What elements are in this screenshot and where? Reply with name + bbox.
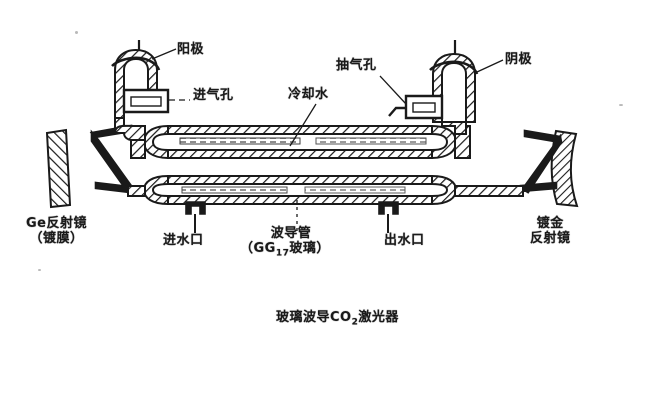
label-ge-mirror: Ge反射镜 （镀膜） bbox=[26, 216, 87, 247]
label-cathode: 阴极 bbox=[505, 52, 533, 67]
label-gas-inlet: 进气孔 bbox=[193, 88, 234, 103]
ge-mirror-shape bbox=[45, 128, 72, 209]
label-cooling-water: 冷却水 bbox=[288, 87, 329, 102]
water-inlet-port bbox=[185, 201, 206, 233]
waveguide-tube bbox=[142, 174, 458, 206]
label-ge-mirror-line1: Ge反射镜 bbox=[26, 216, 87, 231]
label-waveguide-subscript: 17 bbox=[275, 248, 290, 259]
label-gold-mirror: 镀金 反射镜 bbox=[530, 216, 571, 247]
label-ge-mirror-line2: （镀膜） bbox=[29, 231, 84, 247]
label-pump-port: 抽气孔 bbox=[336, 58, 377, 73]
label-water-outlet: 出水口 bbox=[384, 233, 425, 248]
label-waveguide-suffix: 玻璃） bbox=[289, 241, 330, 257]
cathode-assembly bbox=[388, 40, 479, 135]
caption-suffix: 激光器 bbox=[358, 310, 399, 325]
label-waveguide-line2: （GG17玻璃） bbox=[240, 241, 330, 259]
label-anode: 阳极 bbox=[177, 42, 205, 57]
water-outlet-port bbox=[378, 201, 399, 233]
scan-speck bbox=[38, 269, 41, 271]
support-frame bbox=[89, 124, 563, 194]
figure-caption: 玻璃波导CO2激光器 bbox=[276, 310, 399, 328]
label-gold-mirror-line2: 反射镜 bbox=[530, 231, 571, 247]
label-gold-mirror-line1: 镀金 bbox=[536, 216, 564, 231]
diagram-linework bbox=[45, 40, 579, 233]
caption-prefix: 玻璃波导CO bbox=[276, 310, 352, 325]
label-waveguide-line1: 波导管 bbox=[270, 226, 312, 241]
lower-left-connector bbox=[127, 185, 146, 197]
label-waveguide-tube: 波导管 （GG17玻璃） bbox=[240, 226, 330, 260]
scan-speck bbox=[75, 31, 78, 34]
label-water-inlet: 进水口 bbox=[163, 233, 204, 248]
leader-lines bbox=[151, 48, 504, 232]
label-waveguide-prefix: （GG bbox=[240, 241, 276, 257]
lower-right-connector bbox=[454, 185, 524, 197]
anode-assembly bbox=[111, 40, 170, 141]
scan-speck bbox=[619, 104, 623, 106]
caption-subscript: 2 bbox=[351, 317, 359, 328]
